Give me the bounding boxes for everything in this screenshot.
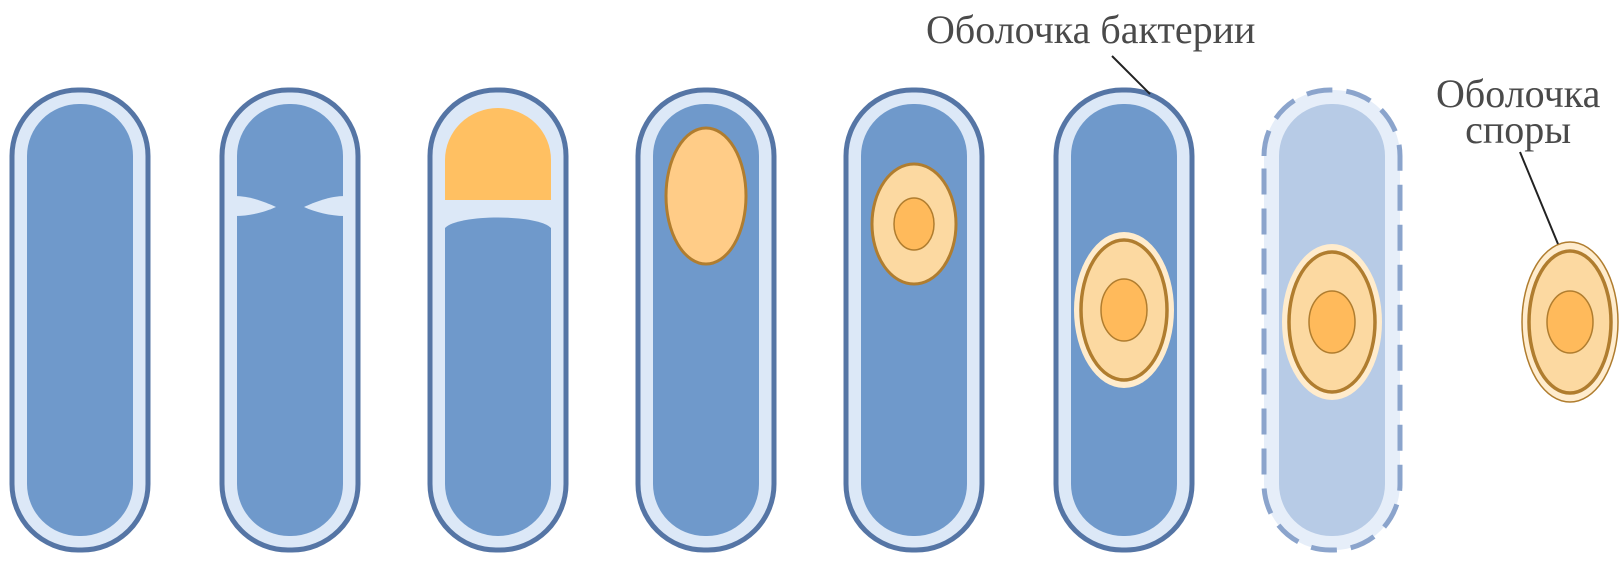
spore-core <box>894 198 934 250</box>
forespore-engulfment <box>638 90 774 550</box>
forespore-separation <box>430 90 566 550</box>
cell-lysis <box>1264 90 1400 550</box>
label-spore-envelope: Оболочка споры <box>1436 76 1600 148</box>
label-bacterial-envelope: Оболочка бактерии <box>926 12 1255 48</box>
cytoplasm <box>237 104 343 536</box>
spore-coat-formation <box>1056 90 1192 550</box>
leader-line-spore-envelope <box>1520 152 1558 244</box>
cytoplasm <box>27 104 133 536</box>
label-spore-envelope-line2: споры <box>1436 112 1600 148</box>
free-spore <box>1522 242 1618 402</box>
cortex-formation <box>846 90 982 550</box>
septum-formation <box>222 90 358 550</box>
vegetative-cell <box>12 90 148 550</box>
mother-cell <box>445 218 551 537</box>
spore-core <box>1547 291 1593 353</box>
forespore <box>666 128 746 264</box>
spore-core <box>1101 279 1147 341</box>
spore-core <box>1309 291 1355 353</box>
